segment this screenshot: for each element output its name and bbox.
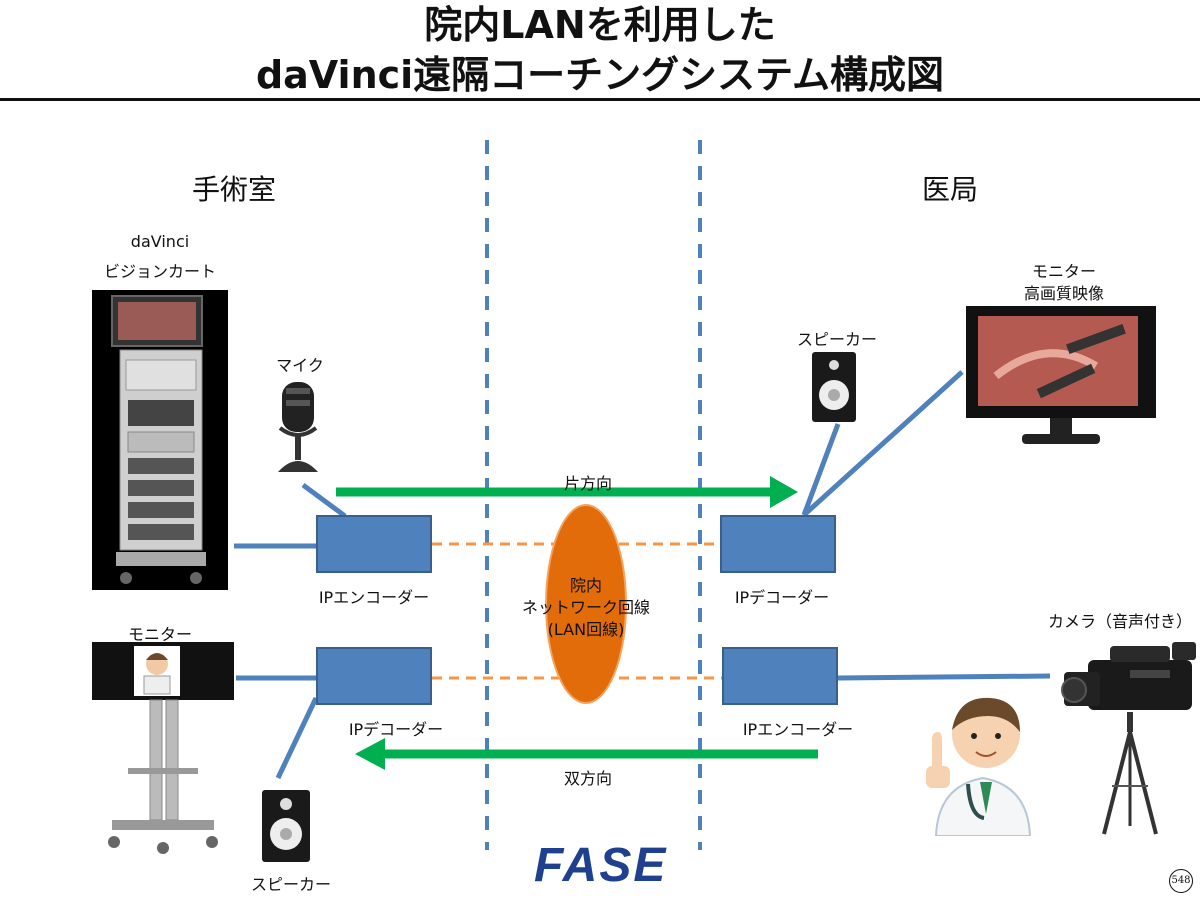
microphone-icon: [278, 382, 318, 472]
ip-encoder-or-label: IPエンコーダー: [318, 588, 430, 607]
ip-encoder-or-box: [316, 515, 432, 573]
ip-decoder-or-box: [316, 647, 432, 705]
title-rule: [0, 98, 1200, 101]
ip-decoder-office-label: IPデコーダー: [734, 588, 830, 607]
page-title-line2: daVinci遠隔コーチングシステム構成図: [255, 53, 945, 97]
hospital-network-ellipse: [545, 504, 627, 704]
or-speaker-icon: [262, 790, 310, 862]
office-monitor-label-line2: 高画質映像: [1023, 284, 1104, 303]
ip-decoder-office-box: [720, 515, 836, 573]
doctor-illustration: [926, 697, 1032, 836]
arrow-top-label: 片方向: [563, 474, 612, 493]
page-number: 548: [1169, 869, 1193, 893]
network-label-line3: (LAN回線): [547, 620, 625, 639]
camera-to-encoder: [837, 673, 1051, 681]
arrow-top-head: [770, 476, 798, 508]
section-medical-office: 医局: [922, 173, 979, 206]
decoder-to-monitor-office: [802, 370, 964, 517]
vision-cart-label-line2: ビジョンカート: [103, 262, 216, 281]
office-monitor-icon: [966, 306, 1156, 444]
network-label-line2: ネットワーク回線: [521, 598, 650, 617]
office-speaker-icon: [812, 352, 856, 422]
mic-label: マイク: [276, 356, 324, 375]
arrow-bottom-head: [355, 738, 385, 770]
office-monitor-label-line1: モニター: [1031, 262, 1096, 281]
network-label-line1: 院内: [569, 576, 602, 595]
or-monitor-icon: [92, 642, 234, 854]
vision-cart-label-line1: daVinci: [130, 232, 190, 251]
ip-encoder-office-label: IPエンコーダー: [742, 720, 854, 739]
decoder-to-speaker-office: [801, 423, 841, 516]
camera-icon: [1061, 642, 1196, 835]
mic-to-encoder: [301, 482, 347, 519]
or-speaker-label: スピーカー: [250, 875, 331, 894]
ip-decoder-or-label: IPデコーダー: [348, 720, 444, 739]
arrow-bottom-label: 双方向: [563, 769, 612, 788]
vision-cart-icon: [92, 290, 228, 590]
decoder-to-speaker: [275, 696, 319, 780]
section-operating-room: 手術室: [192, 173, 277, 206]
office-speaker-label: スピーカー: [796, 330, 877, 349]
ip-encoder-office-box: [722, 647, 838, 705]
or-monitor-label: モニター: [127, 625, 192, 644]
fase-logo: FASE: [534, 839, 668, 892]
page-title-line1: 院内LANを利用した: [424, 3, 776, 47]
camera-label: カメラ（音声付き）: [1047, 612, 1192, 631]
